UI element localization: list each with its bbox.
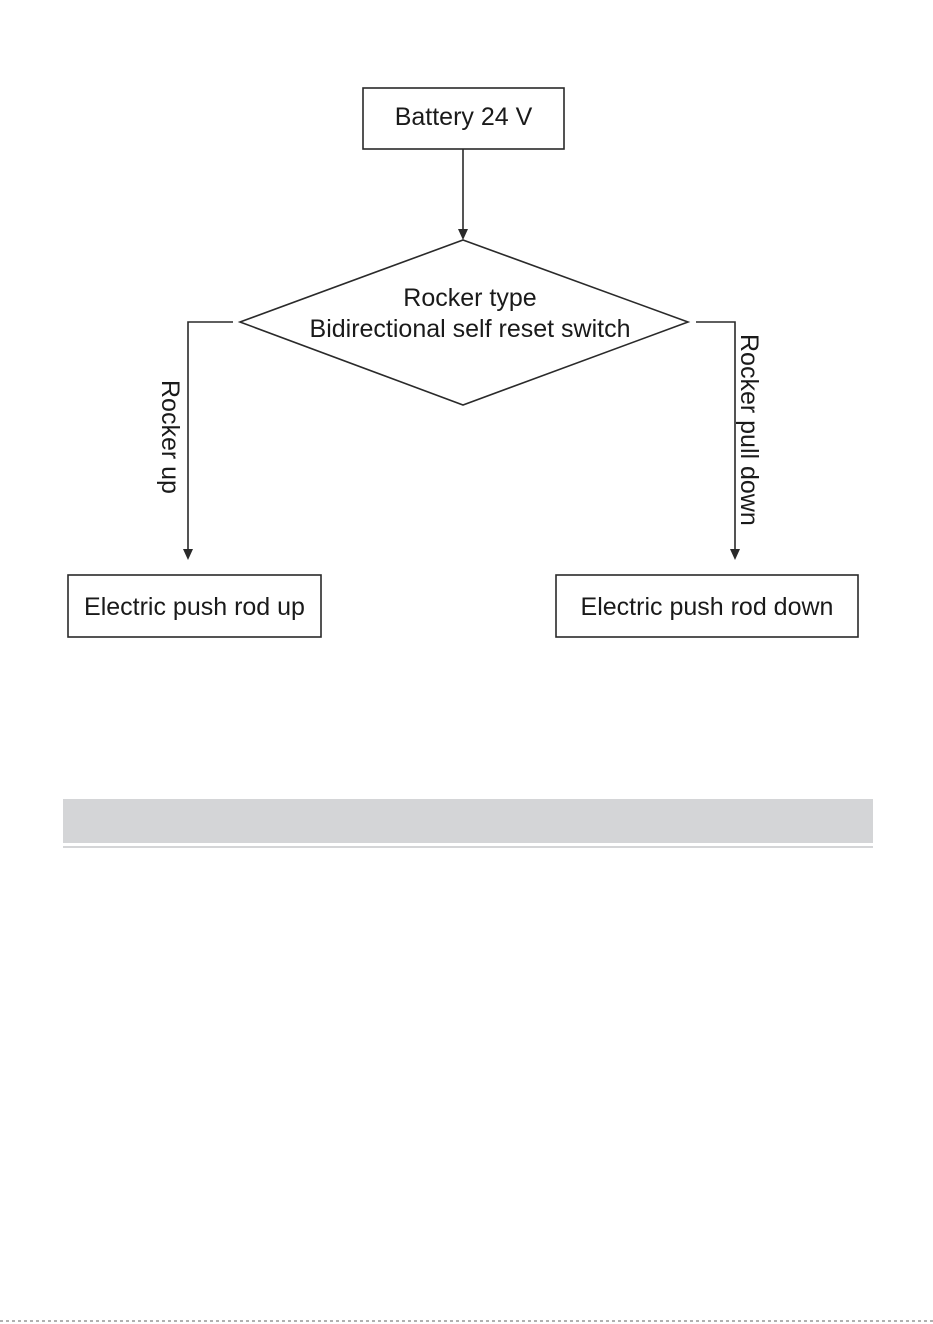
edge-battery-to-switch — [458, 149, 468, 240]
edge-battery-to-switch-arrowhead — [458, 229, 468, 240]
battery-node: Battery 24 V — [363, 88, 564, 149]
edge-left-line — [188, 322, 233, 550]
rod-up-node: Electric push rod up — [68, 575, 321, 637]
section-header-bar — [63, 799, 873, 843]
page-bottom-edge — [0, 1320, 933, 1322]
edge-left-label: Rocker up — [156, 380, 184, 494]
flowchart-diagram: Battery 24 V Rocker type Bidirectional s… — [0, 0, 933, 700]
rod-down-node: Electric push rod down — [556, 575, 858, 637]
switch-label-line1: Rocker type — [403, 284, 536, 312]
edge-left-arrowhead — [183, 549, 193, 560]
switch-label-line2: Bidirectional self reset switch — [310, 315, 631, 343]
edge-right-line — [696, 322, 735, 550]
switch-decision-node: Rocker type Bidirectional self reset swi… — [240, 240, 688, 405]
edge-right-label: Rocker pull down — [735, 334, 763, 526]
rod-up-label: Electric push rod up — [84, 593, 305, 621]
rod-down-label: Electric push rod down — [581, 593, 834, 621]
section-divider — [63, 846, 873, 848]
edge-right-arrowhead — [730, 549, 740, 560]
edge-left-branch: Rocker up — [156, 322, 233, 560]
battery-label: Battery 24 V — [395, 103, 533, 131]
edge-right-branch: Rocker pull down — [696, 322, 763, 560]
